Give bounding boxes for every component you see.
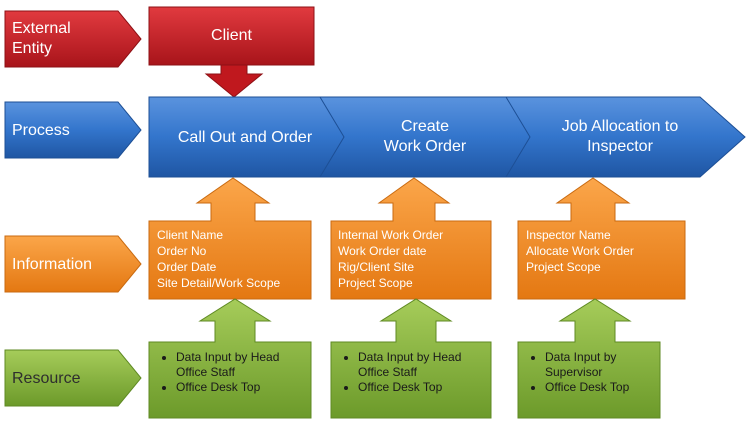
resource-item: Office Desk Top	[176, 380, 304, 395]
resource-callout-2	[330, 298, 492, 419]
process-label-arrow	[4, 101, 142, 159]
client-box	[148, 6, 315, 66]
process-2-line-2: Work Order	[383, 138, 467, 155]
information-item: Order Date	[157, 260, 217, 274]
external-entity-label-line-1: External	[12, 20, 71, 37]
resource-list-3: Data Input by Supervisor Office Desk Top	[523, 350, 655, 395]
information-list-1: Client Name Order No Order Date Site Det…	[157, 227, 280, 291]
information-item: Internal Work Order	[338, 228, 444, 242]
resource-item: Data Input by Head Office Staff	[358, 350, 486, 380]
process-3-line-1: Job Allocation to	[561, 118, 679, 135]
information-item: Work Order date	[338, 244, 427, 258]
information-callout-3	[517, 177, 686, 300]
information-item: Project Scope	[526, 260, 601, 274]
information-item: Allocate Work Order	[526, 244, 634, 258]
resource-item: Data Input by Supervisor	[545, 350, 655, 380]
information-label: Information	[12, 256, 93, 273]
information-item: Order No	[157, 244, 207, 258]
resource-item: Office Desk Top	[358, 380, 486, 395]
resource-list-1: Data Input by Head Office Staff Office D…	[154, 350, 304, 395]
information-item: Inspector Name	[526, 228, 611, 242]
process-2-label: Create Work Order	[345, 117, 505, 157]
information-callout-1	[148, 177, 312, 300]
information-list-3: Inspector Name Allocate Work Order Proje…	[526, 227, 634, 275]
information-list-2: Internal Work Order Work Order date Rig/…	[338, 227, 443, 291]
information-label-arrow	[4, 235, 142, 293]
resource-item: Office Desk Top	[545, 380, 655, 395]
external-entity-label-line-2: Entity	[12, 40, 53, 57]
process-chevron-3	[505, 96, 746, 178]
resource-callout-3	[517, 298, 661, 419]
process-3-label: Job Allocation to Inspector	[530, 117, 710, 157]
resource-label: Resource	[12, 370, 81, 387]
information-callout-2	[330, 177, 492, 300]
resource-list-2: Data Input by Head Office Staff Office D…	[336, 350, 486, 395]
client-label: Client	[211, 27, 252, 44]
resource-callout-1	[148, 298, 312, 419]
process-2-line-1: Create	[400, 118, 450, 135]
external-entity-label-arrow	[4, 10, 142, 68]
process-1-label: Call Out and Order	[155, 128, 335, 148]
client-down-arrow	[204, 64, 264, 98]
information-item: Client Name	[157, 228, 224, 242]
process-3-line-2: Inspector	[587, 138, 653, 155]
process-label: Process	[12, 122, 70, 139]
external-entity-label: External Entity	[12, 19, 71, 59]
process-1-line-1: Call Out and Order	[177, 129, 313, 146]
resource-label-arrow	[4, 349, 142, 407]
resource-item: Data Input by Head Office Staff	[176, 350, 304, 380]
information-item: Project Scope	[338, 276, 413, 290]
information-item: Rig/Client Site	[338, 260, 415, 274]
information-item: Site Detail/Work Scope	[157, 276, 281, 290]
